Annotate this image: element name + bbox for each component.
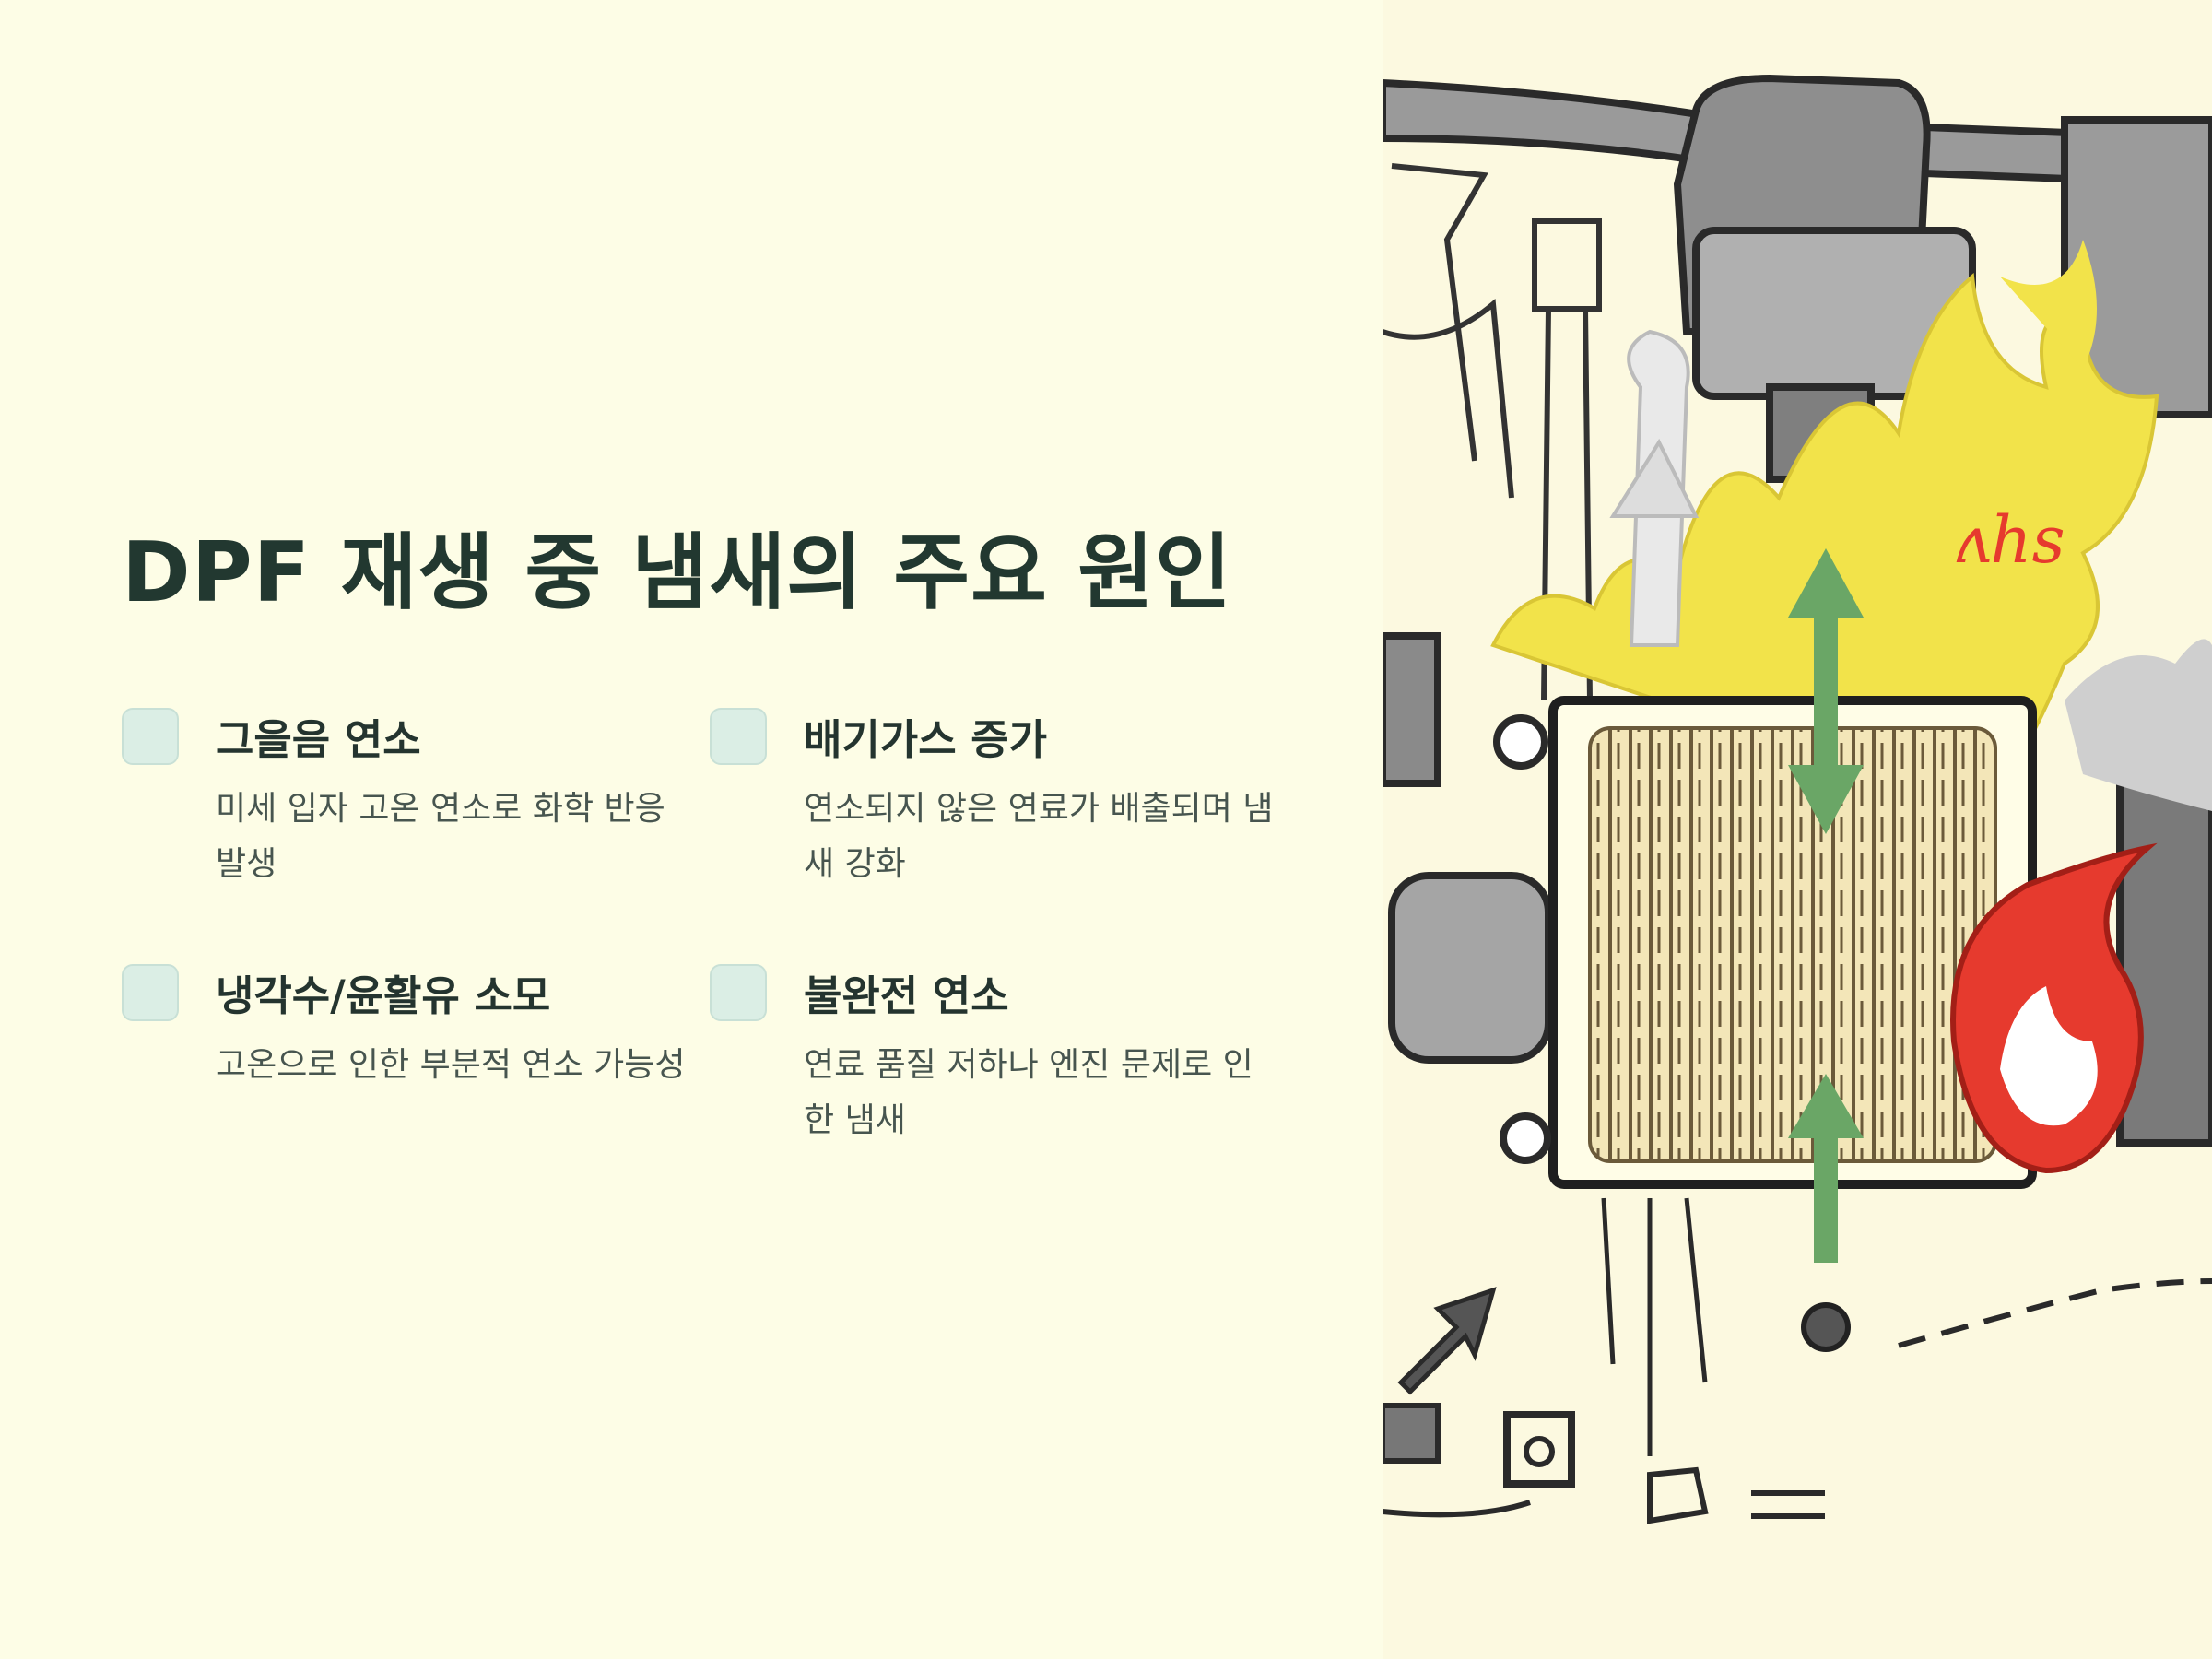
fire-icon (1950, 842, 2158, 1174)
dpf-engine-drawing: ʌhs (1382, 74, 2212, 1524)
checkbox-icon[interactable] (122, 964, 179, 1021)
checkbox-icon[interactable] (710, 964, 767, 1021)
checkbox-icon[interactable] (710, 708, 767, 765)
page-title: DPF 재생 중 냄새의 주요 원인 (122, 524, 1232, 621)
cause-description: 연료 품질 저하나 엔진 문제로 인한 냄새 (804, 1046, 1253, 1139)
cause-title: 냉각수/윤활유 소모 (216, 971, 551, 1020)
up-arrow-icon (1788, 1074, 1864, 1352)
double-arrow-icon (1788, 548, 1864, 834)
checkbox-icon[interactable] (122, 708, 179, 765)
cause-description: 미세 입자 고온 연소로 화학 반응 발생 (216, 790, 665, 883)
cause-description: 고온으로 인한 부분적 연소 가능성 (216, 1046, 686, 1084)
cause-title: 불완전 연소 (804, 971, 1009, 1020)
doodle-text: ʌhs (1954, 502, 2065, 578)
cause-description: 연소되지 않은 연료가 배출되며 냄새 강화 (804, 790, 1274, 883)
cause-title: 배기가스 증가 (804, 715, 1048, 764)
cause-title: 그을음 연소 (216, 715, 421, 764)
dpf-illustration: ʌhs (1382, 0, 2212, 1659)
